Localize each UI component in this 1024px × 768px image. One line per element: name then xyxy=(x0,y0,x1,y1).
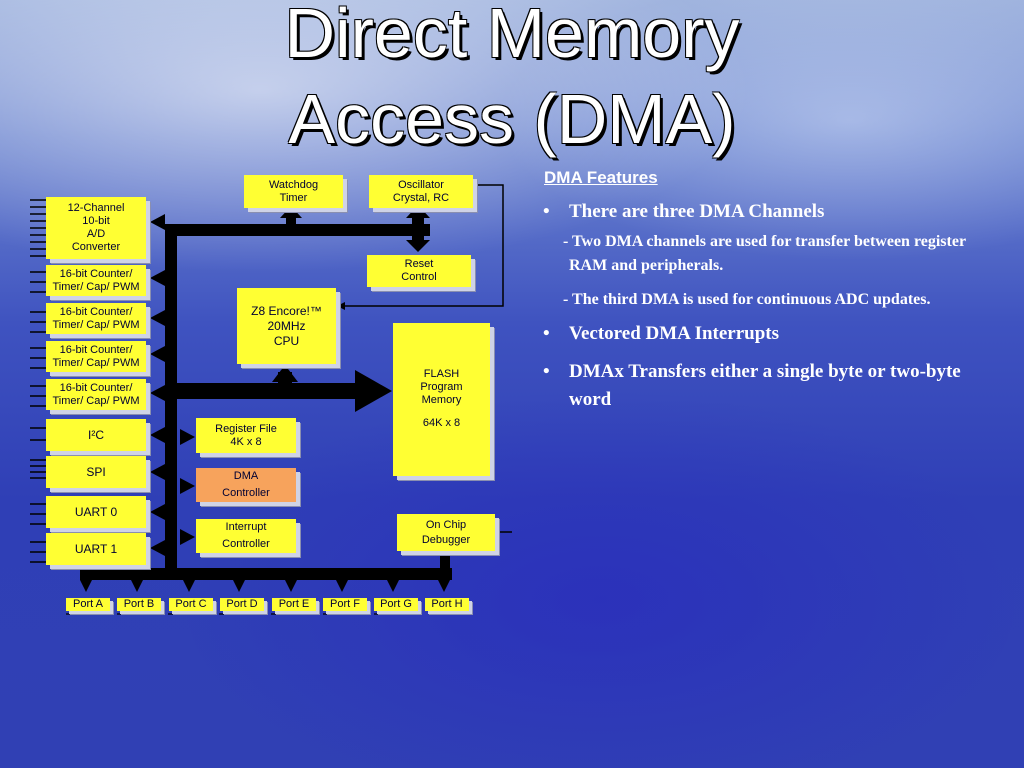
title-line-1: Direct Memory xyxy=(284,0,740,72)
bullet-item: •There are three DMA Channels xyxy=(540,198,970,226)
uart0-block: UART 0 xyxy=(46,496,146,528)
port-c: Port C xyxy=(169,598,213,611)
port-arrows xyxy=(80,580,450,592)
bullet-dot-icon: • xyxy=(543,361,550,382)
port-a: Port A xyxy=(66,598,110,611)
vertical-bus xyxy=(165,224,177,579)
counter-timer-block-1: 16-bit Counter/Timer/ Cap/ PWM xyxy=(46,265,146,296)
memory-bus xyxy=(165,383,360,399)
peripheral-bus-arrows xyxy=(150,214,165,556)
title-line-2: Access (DMA) xyxy=(288,80,736,158)
sub-item: - Two DMA channels are used for transfer… xyxy=(563,233,966,274)
features-panel: DMA Features •There are three DMA Channe… xyxy=(540,168,970,414)
counter-timer-block-4: 16-bit Counter/Timer/ Cap/ PWM xyxy=(46,379,146,410)
memory-bus-arrowhead xyxy=(355,370,392,412)
bullet-item: •Vectored DMA Interrupts xyxy=(540,320,970,348)
bullet-dot-icon: • xyxy=(543,201,550,222)
port-g: Port G xyxy=(374,598,418,611)
features-heading: DMA Features xyxy=(544,168,658,187)
port-e: Port E xyxy=(272,598,316,611)
sub-item: - The third DMA is used for continuous A… xyxy=(563,291,931,308)
bullet-dot-icon: • xyxy=(543,323,550,344)
counter-timer-block-3: 16-bit Counter/Timer/ Cap/ PWM xyxy=(46,341,146,372)
spi-block: SPI xyxy=(46,456,146,488)
port-f: Port F xyxy=(323,598,367,611)
port-d: Port D xyxy=(220,598,264,611)
port-h: Port H xyxy=(425,598,469,611)
uart1-block: UART 1 xyxy=(46,533,146,565)
bullet-item: •DMAx Transfers either a single byte or … xyxy=(540,358,970,414)
bottom-bus xyxy=(80,568,452,580)
i2c-block: I²C xyxy=(46,419,146,451)
port-b: Port B xyxy=(117,598,161,611)
counter-timer-block-2: 16-bit Counter/Timer/ Cap/ PWM xyxy=(46,303,146,334)
slide-title: Direct Memory Access (DMA) xyxy=(0,0,1024,162)
io-pin-ticks xyxy=(30,199,46,563)
top-bus xyxy=(165,224,430,236)
